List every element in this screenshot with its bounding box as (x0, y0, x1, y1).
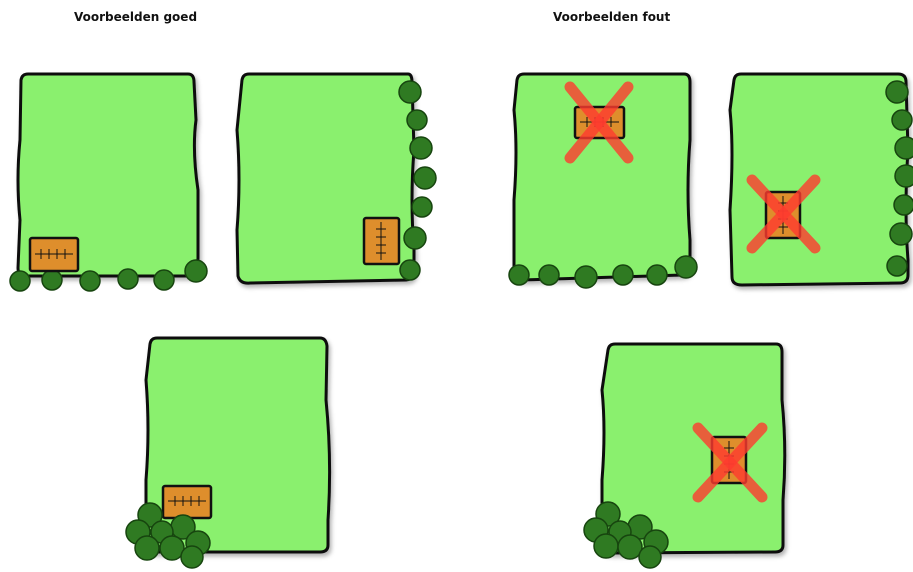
shrub (118, 269, 138, 289)
shrub (10, 271, 30, 291)
shrub (407, 110, 427, 130)
shrub (575, 266, 597, 288)
shrub (509, 265, 529, 285)
shed (163, 486, 211, 518)
shrub (410, 137, 432, 159)
example-good-3 (126, 338, 330, 568)
shrub (42, 270, 62, 290)
shrub (539, 265, 559, 285)
shrub (647, 265, 667, 285)
shed (364, 218, 399, 264)
shrub (890, 223, 912, 245)
shrub (399, 81, 421, 103)
shrub (154, 270, 174, 290)
shrub (80, 271, 100, 291)
example-good-2 (237, 74, 436, 283)
shrub (895, 165, 913, 187)
example-good-1 (10, 74, 207, 291)
shrub (412, 197, 432, 217)
shrub (894, 195, 913, 215)
lawn-plot (514, 74, 690, 280)
shrub (414, 167, 436, 189)
example-bad-3 (584, 344, 785, 568)
shrub (135, 536, 159, 560)
example-bad-2 (730, 74, 913, 285)
shrub (886, 81, 908, 103)
shed (30, 238, 78, 271)
shrub (400, 260, 420, 280)
shrub (895, 137, 913, 159)
shrub (594, 534, 618, 558)
shrub (613, 265, 633, 285)
shrub (181, 546, 203, 568)
shrub (887, 256, 907, 276)
shrub (675, 256, 697, 278)
shrub (639, 546, 661, 568)
shrub (892, 110, 912, 130)
shrub (185, 260, 207, 282)
shrub (404, 227, 426, 249)
example-bad-1 (509, 74, 697, 288)
